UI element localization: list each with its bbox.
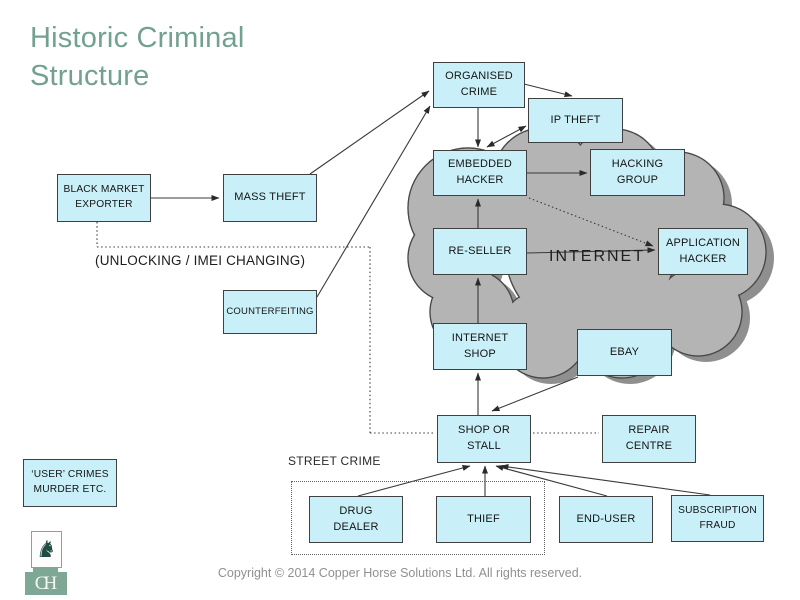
node-shop-or-stall: SHOP OR STALL bbox=[437, 415, 531, 463]
node-user-crimes: ‘USER’ CRIMES MURDER ETC. bbox=[23, 459, 117, 507]
node-ebay-label: EBAY bbox=[609, 345, 640, 358]
node-application-hacker-label: HACKER bbox=[679, 252, 727, 265]
node-embedded-hacker-label: EMBEDDED bbox=[448, 158, 512, 171]
internet-cloud-label: INTERNET bbox=[549, 248, 645, 265]
edge-ebay-to-shop-or-stall bbox=[491, 376, 579, 412]
node-embedded-hacker: EMBEDDED HACKER bbox=[433, 150, 527, 196]
node-hacking-group-label: GROUP bbox=[616, 173, 659, 186]
edge-end-user-to-shop-or-stall bbox=[495, 465, 608, 497]
node-repair-centre-label: CENTRE bbox=[625, 440, 673, 452]
node-black-market-exporter-label: EXPORTER bbox=[75, 199, 133, 210]
node-drug-dealer-label: DEALER bbox=[333, 520, 379, 533]
edge-re-seller-to-application-hacker bbox=[526, 247, 656, 254]
node-counterfeiting: COUNTERFEITING bbox=[223, 290, 317, 334]
street-crime-dotted-group-box bbox=[291, 481, 545, 555]
node-organised-crime-label: ORGANISED bbox=[445, 70, 513, 83]
page-title-line2: Structure bbox=[30, 59, 150, 92]
internet-cloud bbox=[407, 127, 774, 384]
node-repair-centre-label: REPAIR bbox=[628, 424, 670, 437]
node-re-seller-label: RE-SELLER bbox=[448, 244, 512, 257]
node-internet-shop: INTERNET SHOP bbox=[433, 323, 527, 370]
cloud-bump-fill bbox=[654, 268, 742, 356]
node-shop-or-stall-label: SHOP OR bbox=[458, 424, 510, 437]
node-drug-dealer: DRUG DEALER bbox=[309, 496, 403, 543]
node-application-hacker: APPLICATION HACKER bbox=[658, 228, 748, 275]
edge-organised-crime-to-ip-theft bbox=[523, 83, 573, 98]
page-title: Historic Criminal Structure bbox=[30, 20, 244, 95]
node-application-hacker-label: APPLICATION bbox=[665, 236, 741, 249]
node-black-market-exporter: BLACK MARKET EXPORTER bbox=[57, 174, 151, 222]
node-thief: THIEF bbox=[436, 496, 531, 543]
node-mass-theft: MASS THEFT bbox=[223, 174, 317, 222]
logo-plinth-step bbox=[33, 567, 58, 573]
node-organised-crime-label: CRIME bbox=[460, 86, 498, 98]
copyright-notice: Copyright © 2014 Copper Horse Solutions … bbox=[217, 566, 583, 580]
horse-statue-icon: ♞ bbox=[36, 536, 57, 562]
node-ebay: EBAY bbox=[577, 329, 672, 376]
node-internet-shop-label: INTERNET bbox=[451, 331, 509, 344]
node-user-crimes-label: ‘USER’ CRIMES bbox=[31, 469, 109, 481]
logo-monogram: CH bbox=[34, 572, 57, 594]
node-mass-theft-label: MASS THEFT bbox=[234, 191, 306, 204]
node-hacking-group-label: HACKING bbox=[611, 157, 664, 170]
logo-plinth-base: CH bbox=[25, 572, 67, 595]
node-end-user-label: END-USER bbox=[576, 512, 636, 525]
edge-embedded-hacker-to-ip-theft bbox=[486, 125, 527, 148]
node-subscription-fraud-label: SUBSCRIPTION bbox=[678, 504, 757, 516]
copper-horse-logo: ♞ CH bbox=[24, 531, 68, 595]
node-embedded-hacker-label: HACKER bbox=[456, 174, 504, 186]
node-subscription-fraud-label: FRAUD bbox=[699, 519, 736, 531]
node-repair-centre: REPAIR CENTRE bbox=[602, 415, 696, 463]
page-title-line1: Historic Criminal bbox=[30, 22, 245, 54]
node-ip-theft: IP THEFT bbox=[528, 98, 623, 143]
logo-horse-frame: ♞ bbox=[31, 531, 62, 568]
node-user-crimes-label: MURDER ETC. bbox=[33, 484, 107, 495]
node-shop-or-stall-label: STALL bbox=[467, 440, 501, 452]
node-internet-shop-label: SHOP bbox=[464, 347, 496, 360]
edge-subscription-fraud-to-shop-or-stall bbox=[500, 464, 711, 496]
node-counterfeiting-label: COUNTERFEITING bbox=[226, 306, 314, 318]
node-ip-theft-label: IP THEFT bbox=[550, 113, 601, 126]
node-thief-label: THIEF bbox=[467, 512, 500, 525]
node-end-user: END-USER bbox=[559, 496, 653, 543]
node-organised-crime: ORGANISED CRIME bbox=[433, 62, 525, 108]
node-black-market-exporter-label: BLACK MARKET bbox=[63, 184, 145, 196]
edge-embedded-hacker-to-application-hacker bbox=[528, 197, 654, 247]
street-crime-annotation: STREET CRIME bbox=[288, 454, 381, 468]
edge-mass-theft-to-organised-crime bbox=[309, 90, 430, 175]
unlocking-imei-annotation: (UNLOCKING / IMEI CHANGING) bbox=[95, 253, 306, 268]
cloud-bump-fill bbox=[505, 165, 675, 335]
edge-counterfeiting-to-organised-crime bbox=[316, 105, 431, 298]
node-subscription-fraud: SUBSCRIPTION FRAUD bbox=[671, 495, 764, 542]
node-drug-dealer-label: DRUG bbox=[339, 504, 373, 517]
node-re-seller: RE-SELLER bbox=[433, 228, 527, 275]
node-hacking-group: HACKING GROUP bbox=[590, 149, 685, 196]
